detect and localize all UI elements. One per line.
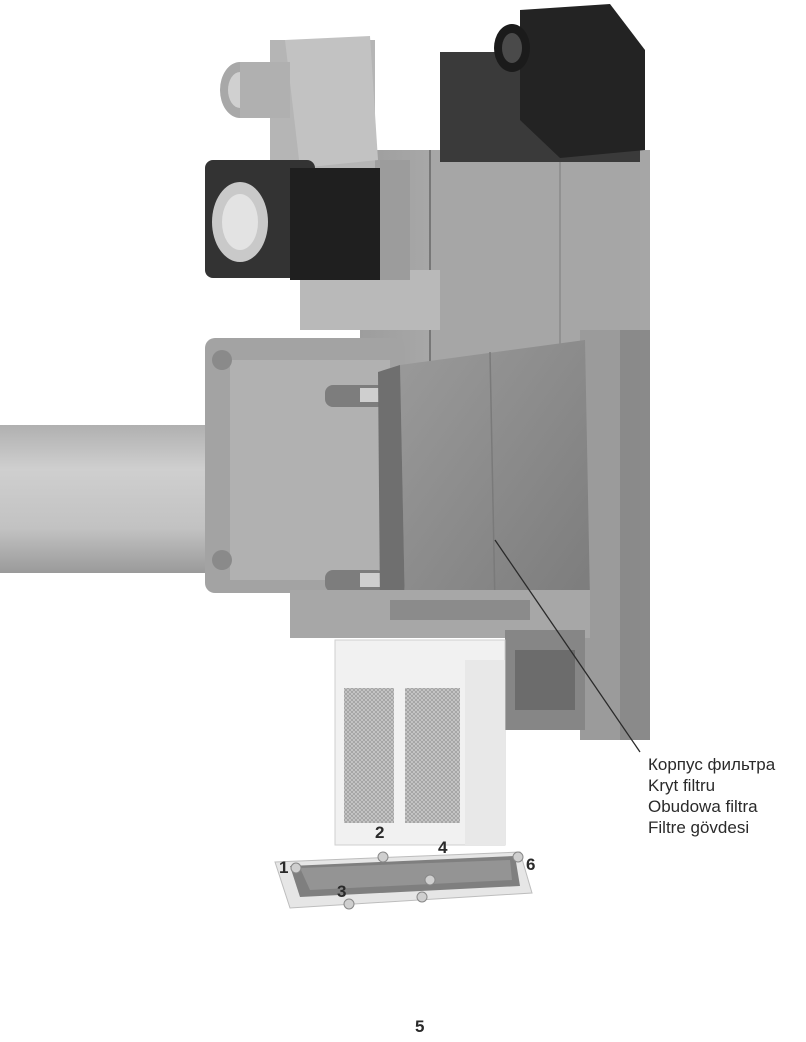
filter-insert — [334, 639, 506, 846]
screw-number-2: 2 — [375, 823, 385, 842]
filter-cover-plate — [274, 851, 533, 910]
black-plug-connector — [440, 4, 645, 162]
caption-line-turkish: Filtre gövdesi — [648, 818, 750, 837]
screw-number-3: 3 — [337, 882, 347, 901]
caption-line-polish: Obudowa filtra — [648, 797, 758, 816]
filter-housing — [378, 340, 590, 610]
screw-number-1: 1 — [279, 858, 289, 877]
caption-line-russian: Корпус фильтра — [648, 755, 776, 774]
filter-housing-caption: Корпус фильтра Kryt filtru Obudowa filtr… — [648, 754, 775, 838]
screw-number-4: 4 — [438, 838, 448, 857]
leader-line — [494, 539, 641, 753]
screw-number-5: 5 — [415, 1017, 425, 1036]
valve-base — [290, 590, 590, 730]
grey-plug-connector — [220, 36, 378, 180]
valve-body — [205, 338, 405, 593]
pressure-switch — [205, 160, 410, 280]
screw-number-6: 6 — [526, 855, 536, 874]
caption-line-czech: Kryt filtru — [648, 776, 716, 795]
valve-right-body — [580, 330, 650, 740]
